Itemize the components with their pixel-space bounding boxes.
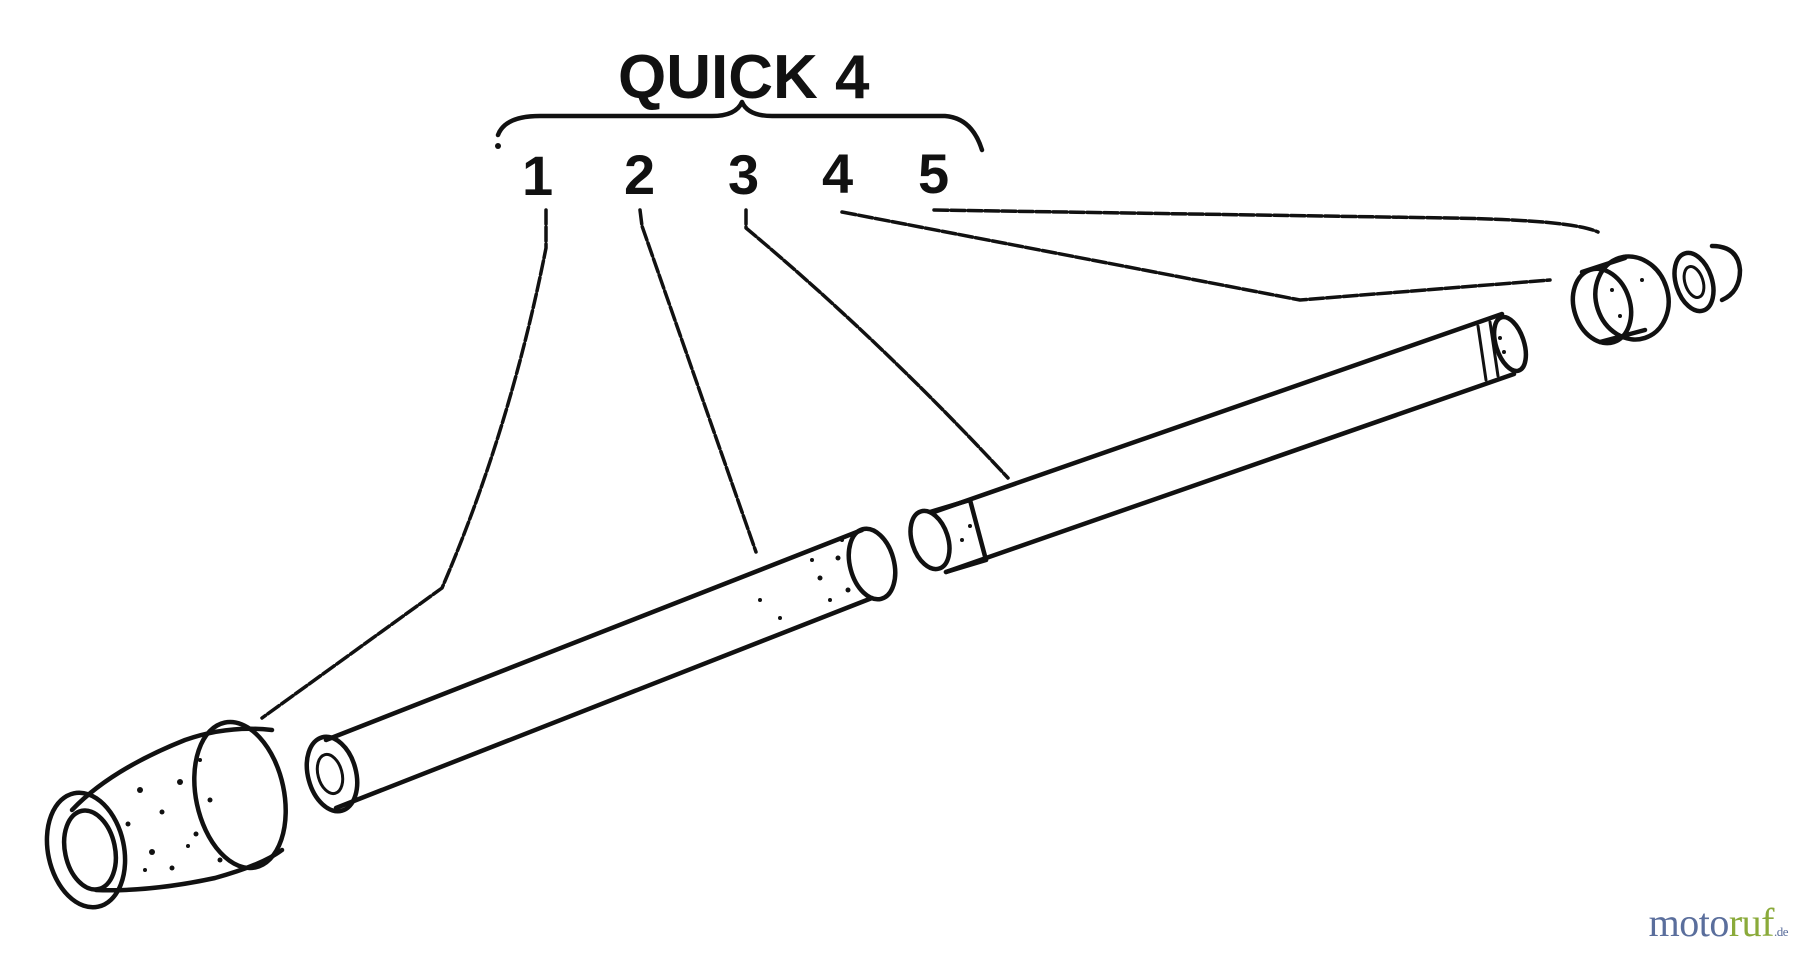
part-number-1: 1 (522, 144, 553, 207)
part-1-end-sleeve (44, 719, 288, 910)
part-number-3: 3 (728, 143, 759, 206)
leader-line-4 (840, 210, 1552, 302)
watermark-part-c: .de (1773, 924, 1789, 939)
part-2-lower-tube (304, 526, 898, 814)
leader-line-1 (260, 208, 548, 720)
part-3-upper-tube (908, 311, 1529, 575)
group-brace (495, 99, 985, 153)
watermark-part-a: moto (1648, 900, 1730, 945)
part-number-5: 5 (918, 142, 949, 205)
part-5-retaining-clip (1709, 243, 1743, 303)
part-number-2: 2 (624, 143, 655, 206)
leader-line-2 (638, 208, 758, 554)
group-label: QUICK 4 (618, 43, 870, 112)
leader-line-5 (932, 208, 1600, 234)
leader-line-3 (744, 208, 1010, 480)
watermark-logo: motoruf.de (1648, 899, 1789, 946)
brace-end-dot (495, 143, 501, 149)
part-4-collar (1570, 250, 1716, 346)
part-number-4: 4 (822, 142, 853, 205)
watermark-part-b: ruf (1728, 900, 1775, 945)
